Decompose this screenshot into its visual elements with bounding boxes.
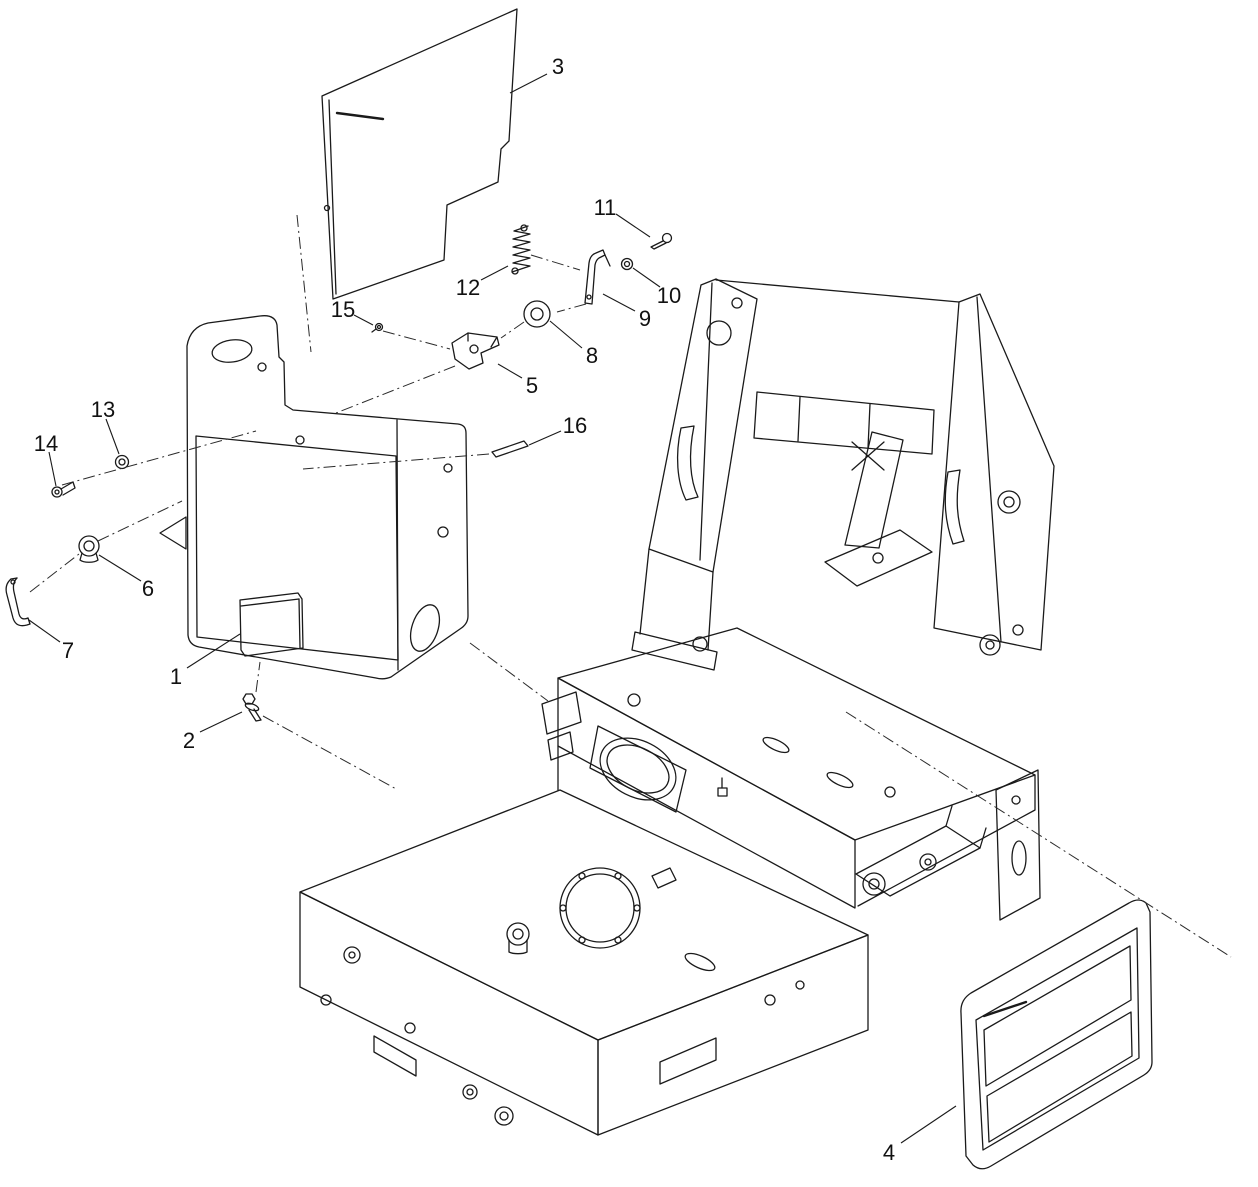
callout-15: 15	[331, 297, 355, 322]
callout-14: 14	[34, 431, 58, 456]
bracket-5-drawing	[451, 332, 500, 370]
washer-13-drawing	[114, 454, 130, 470]
key-16-drawing	[491, 440, 529, 458]
callout-2: 2	[183, 728, 195, 753]
pin-15-drawing	[371, 322, 384, 333]
rod-7-drawing	[5, 577, 31, 627]
callout-12: 12	[456, 275, 480, 300]
screw-11-drawing	[650, 232, 673, 250]
bolt-2-drawing	[242, 693, 262, 722]
callout-16: 16	[563, 413, 587, 438]
lower-panel-drawing	[960, 899, 1153, 1170]
callout-6: 6	[142, 576, 154, 601]
leader-lines	[28, 73, 957, 1144]
upper-panel-drawing	[321, 8, 518, 300]
washer-10-drawing	[620, 257, 634, 271]
callout-4: 4	[883, 1140, 895, 1165]
callout-8: 8	[586, 343, 598, 368]
callout-10: 10	[657, 283, 681, 308]
construction-lines	[29, 214, 1232, 958]
callout-3: 3	[552, 54, 564, 79]
callout-labels: 1 2 3 4 5 6 7 8 9 10 11 12 13 14 15 16	[34, 54, 895, 1165]
screw-14-drawing	[51, 481, 76, 498]
latch-9-drawing	[584, 249, 611, 305]
grille-cover-drawing	[159, 315, 469, 680]
callout-5: 5	[526, 373, 538, 398]
bushing-8-drawing	[523, 300, 551, 328]
spring-drawing	[511, 224, 531, 275]
callout-11: 11	[594, 195, 617, 220]
machine-frame-drawing	[299, 278, 1055, 1136]
callout-9: 9	[639, 306, 651, 331]
callout-7: 7	[62, 638, 74, 663]
callout-13: 13	[91, 397, 115, 422]
bushing-6-drawing	[78, 535, 100, 563]
callout-1: 1	[170, 664, 182, 689]
